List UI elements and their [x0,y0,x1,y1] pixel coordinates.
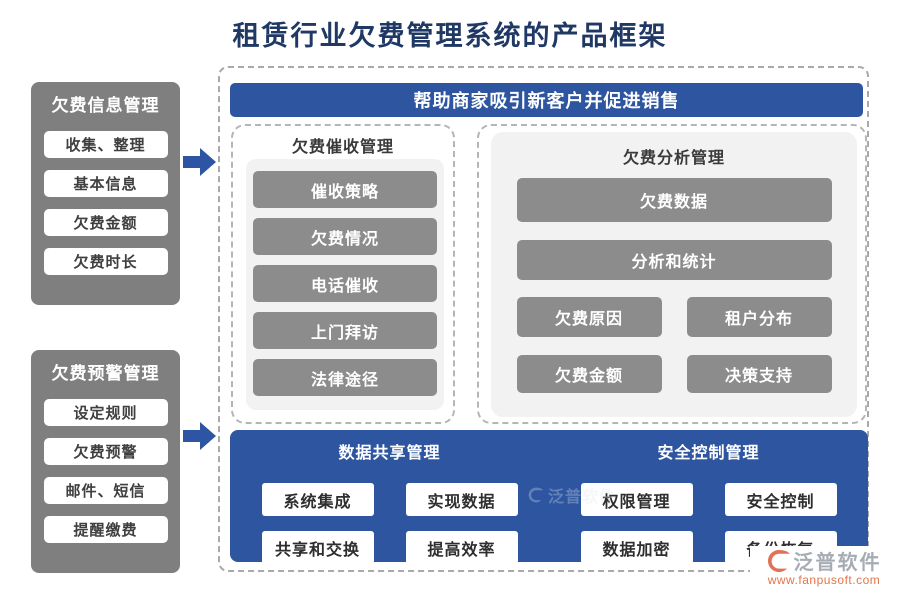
panel-arrears-info-management: 欠费信息管理 收集、整理 基本信息 欠费金额 欠费时长 [31,82,180,305]
analysis-items-box: 欠费分析管理 欠费数据 分析和统计 欠费原因 租户分布 欠费金额 决策支持 [491,132,857,417]
watermark-logo: 泛普软件 [767,546,882,575]
item-arrears-reason: 欠费原因 [516,297,662,337]
arrow-right-icon [183,422,216,450]
panel-arrears-info-title: 欠费信息管理 [51,96,160,115]
security-control-title: 安全控制管理 [657,445,760,462]
item-improve-efficiency: 提高效率 [405,531,518,564]
section-data-sharing-management: 数据共享管理 系统集成 实现数据 共享和交换 提高效率 [230,430,549,564]
panel-bottom-management: 数据共享管理 系统集成 实现数据 共享和交换 提高效率 安全控制管理 权限管理 … [230,430,868,564]
collection-items-box: 催收策略 欠费情况 电话催收 上门拜访 法律途径 [246,159,444,410]
panel-collection-management: 欠费催收管理 催收策略 欠费情况 电话催收 上门拜访 法律途径 [231,124,455,424]
panel-arrears-warning-title: 欠费预警管理 [51,364,160,383]
analysis-grid-row-2: 欠费金额 决策支持 [516,355,832,393]
data-sharing-title: 数据共享管理 [338,445,441,462]
item-arrears-amount-analysis: 欠费金额 [516,355,662,393]
watermark-logo-text: 泛普软件 [793,552,882,574]
watermark-corner: 泛普软件 www.fanpusoft.com [750,546,898,596]
fanpu-logo-icon [767,549,790,572]
main-framework-box: 帮助商家吸引新客户并促进销售 欠费催收管理 催收策略 欠费情况 电话催收 上门拜… [218,66,869,572]
item-realize-data: 实现数据 [405,483,518,516]
item-arrears-data: 欠费数据 [516,178,832,222]
collection-management-title: 欠费催收管理 [291,139,394,156]
item-arrears-duration: 欠费时长 [43,248,168,275]
item-basic-info: 基本信息 [43,170,168,197]
item-sharing-exchange: 共享和交换 [261,531,374,564]
item-permission-management: 权限管理 [580,483,693,516]
analysis-grid-row-1: 欠费原因 租户分布 [516,297,832,337]
security-control-row-1: 权限管理 安全控制 [580,483,837,516]
item-legal-channels: 法律途径 [253,359,437,396]
item-analysis-statistics: 分析和统计 [516,240,832,280]
data-sharing-row-1: 系统集成 实现数据 [261,483,518,516]
panel-arrears-warning-management: 欠费预警管理 设定规则 欠费预警 邮件、短信 提醒缴费 [31,350,180,573]
arrow-right-icon [183,148,216,176]
item-arrears-warning: 欠费预警 [43,438,168,465]
item-set-rules: 设定规则 [43,399,168,426]
item-collect-organize: 收集、整理 [43,131,168,158]
section-security-control-management: 安全控制管理 权限管理 安全控制 数据加密 备份恢复 [549,430,868,564]
item-tenant-distribution: 租户分布 [686,297,832,337]
item-email-sms: 邮件、短信 [43,477,168,504]
item-system-integration: 系统集成 [261,483,374,516]
item-arrears-amount: 欠费金额 [43,209,168,236]
item-phone-collection: 电话催收 [253,265,437,302]
item-payment-reminder: 提醒缴费 [43,516,168,543]
watermark-url: www.fanpusoft.com [767,573,881,587]
panel-analysis-management: 欠费分析管理 欠费数据 分析和统计 欠费原因 租户分布 欠费金额 决策支持 [477,124,867,424]
item-collection-strategy: 催收策略 [253,171,437,208]
item-arrears-situation: 欠费情况 [253,218,437,255]
data-sharing-row-2: 共享和交换 提高效率 [261,531,518,564]
item-data-encryption: 数据加密 [580,531,693,564]
item-security-control: 安全控制 [724,483,837,516]
analysis-management-title: 欠费分析管理 [622,150,725,167]
page-title: 租赁行业欠费管理系统的产品框架 [232,21,668,51]
top-banner: 帮助商家吸引新客户并促进销售 [230,83,863,117]
item-door-visit: 上门拜访 [253,312,437,349]
item-decision-support: 决策支持 [686,355,832,393]
